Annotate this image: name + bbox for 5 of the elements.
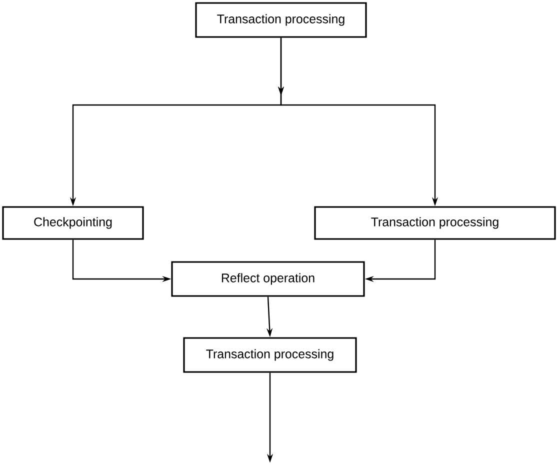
process-box: Transaction processing [183, 337, 357, 373]
process-box: Transaction processing [314, 206, 556, 240]
process-box: Checkpointing [2, 206, 144, 240]
process-box: Reflect operation [171, 261, 365, 297]
process-box: Transaction processing [195, 2, 367, 38]
